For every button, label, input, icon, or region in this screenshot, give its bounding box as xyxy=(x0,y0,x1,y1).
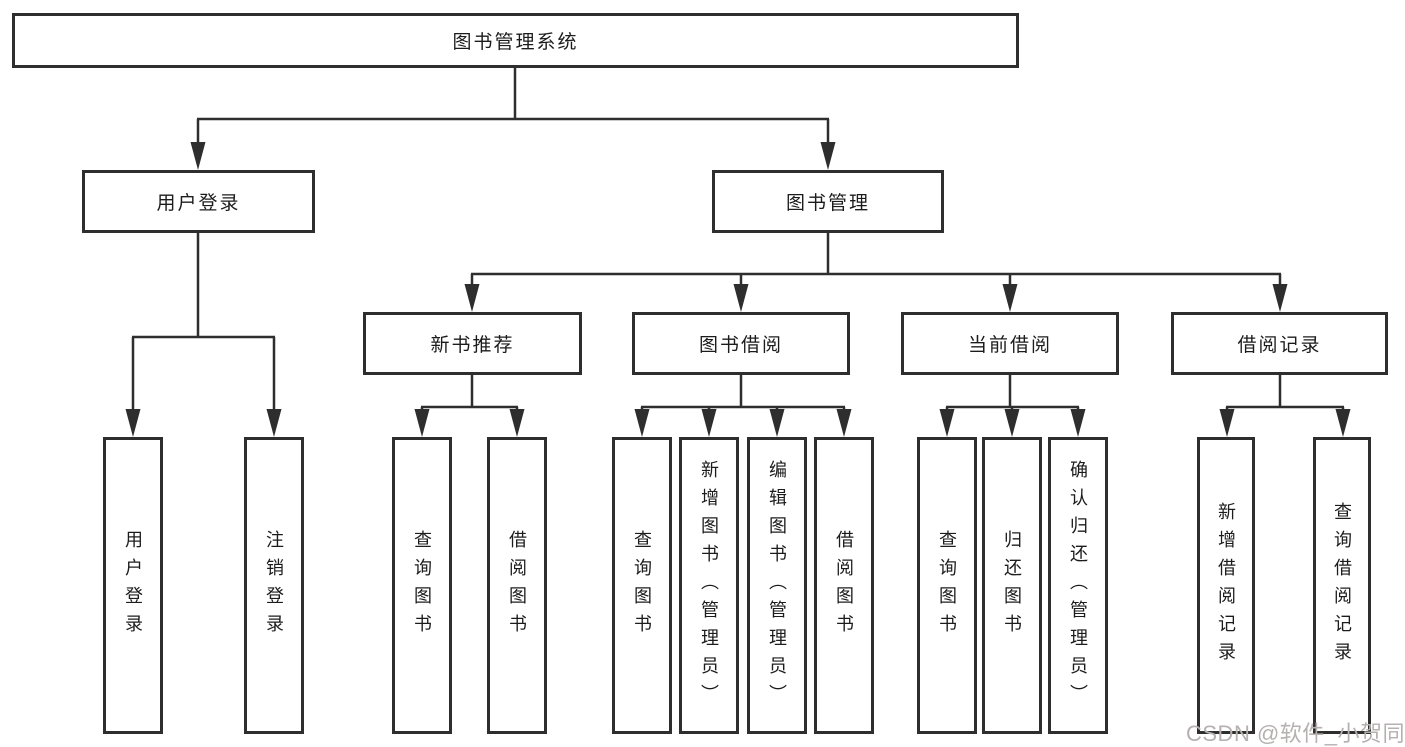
leaf-borrow-query-books: 查询图书 xyxy=(612,437,672,734)
leaf-borrow-edit-books-admin: 编辑图书（管理员） xyxy=(747,437,807,734)
node-label: 新增图书（管理员） xyxy=(699,459,719,712)
node-label: 确认归还（管理员） xyxy=(1068,459,1088,712)
leaf-borrow-add-books-admin: 新增图书（管理员） xyxy=(679,437,739,734)
leaf-logout-login: 注销登录 xyxy=(244,437,304,734)
node-label: 用户登录 xyxy=(156,193,241,214)
node-library-system: 图书管理系统 xyxy=(12,13,1019,68)
node-new-book-recommend: 新书推荐 xyxy=(363,312,582,375)
leaf-borrow-borrow-books: 借阅图书 xyxy=(814,437,874,734)
node-label: 图书管理 xyxy=(785,193,870,214)
node-label: 借阅记录 xyxy=(1237,335,1322,356)
leaf-records-query-record: 查询借阅记录 xyxy=(1313,437,1371,734)
node-label: 查询图书 xyxy=(412,529,432,642)
node-label: 借阅图书 xyxy=(834,529,854,642)
leaf-current-query-books: 查询图书 xyxy=(917,437,977,734)
leaf-records-add-record: 新增借阅记录 xyxy=(1197,437,1255,734)
leaf-newbook-borrow-books: 借阅图书 xyxy=(487,437,547,734)
node-label: 注销登录 xyxy=(264,529,284,642)
leaf-current-confirm-return-admin: 确认归还（管理员） xyxy=(1048,437,1108,734)
arrowheads xyxy=(125,142,1351,437)
node-label: 查询图书 xyxy=(937,529,957,642)
node-label: 用户登录 xyxy=(123,529,143,642)
node-label: 查询借阅记录 xyxy=(1332,501,1352,670)
node-label: 图书借阅 xyxy=(698,335,783,356)
node-borrowing-records: 借阅记录 xyxy=(1171,312,1388,375)
node-label: 新增借阅记录 xyxy=(1216,501,1236,670)
node-label: 图书管理系统 xyxy=(452,32,579,53)
leaf-user-login: 用户登录 xyxy=(103,437,163,734)
node-label: 借阅图书 xyxy=(507,529,527,642)
node-current-borrowing: 当前借阅 xyxy=(901,312,1119,375)
node-label: 编辑图书（管理员） xyxy=(767,459,787,712)
node-label: 归还图书 xyxy=(1002,529,1022,642)
node-book-borrowing: 图书借阅 xyxy=(632,312,850,375)
leaf-newbook-query-books: 查询图书 xyxy=(392,437,452,734)
node-user-login-group: 用户登录 xyxy=(82,170,315,233)
node-label: 当前借阅 xyxy=(967,335,1052,356)
leaf-current-return-books: 归还图书 xyxy=(982,437,1042,734)
node-label: 新书推荐 xyxy=(430,335,515,356)
node-label: 查询图书 xyxy=(632,529,652,642)
csdn-watermark: CSDN @软件_小贺同学 xyxy=(1186,721,1405,746)
node-book-management: 图书管理 xyxy=(712,170,944,233)
